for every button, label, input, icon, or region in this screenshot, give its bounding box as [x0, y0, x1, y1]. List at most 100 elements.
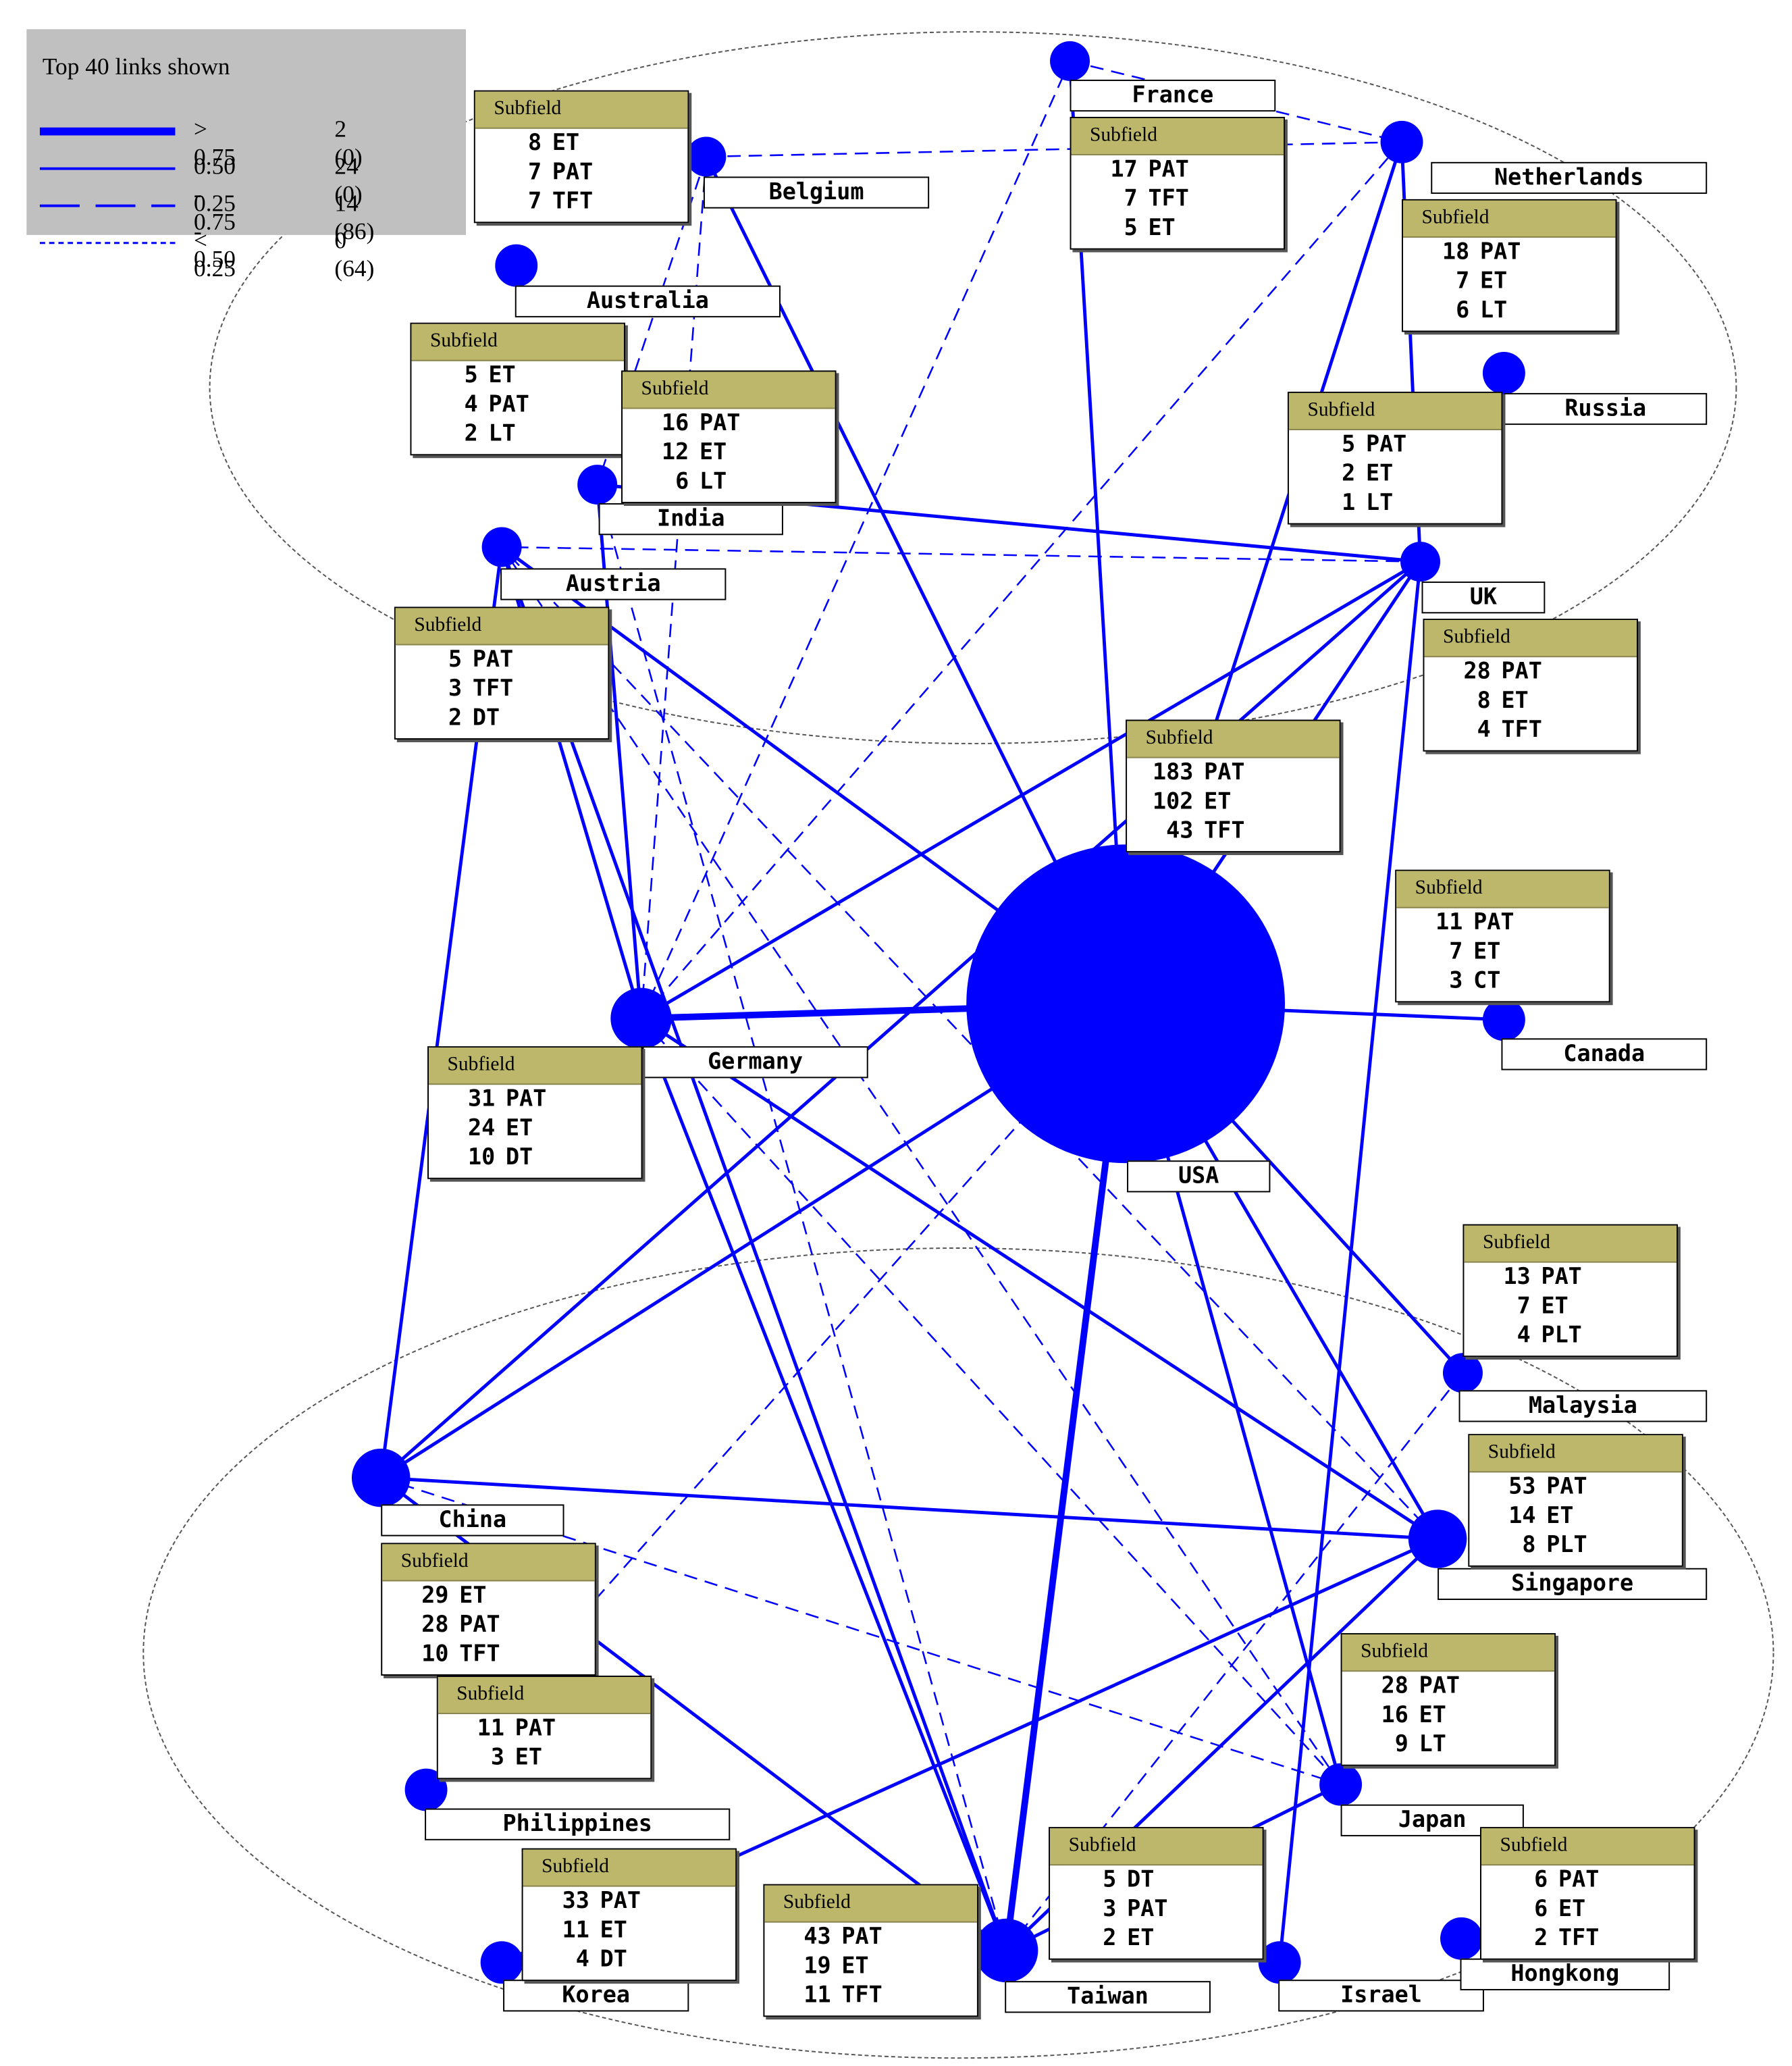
- country-label-israel: Israel: [1278, 1980, 1484, 2012]
- subfield-count: 6: [1534, 1896, 1548, 1923]
- subfield-count: 9: [1394, 1731, 1408, 1758]
- subfield-header: Subfield: [1127, 721, 1340, 758]
- subfield-code: ET: [1558, 1896, 1586, 1923]
- node-korea[interactable]: [480, 1941, 523, 1984]
- link-uk-austria: [502, 546, 1421, 563]
- node-taiwan[interactable]: [974, 1918, 1038, 1983]
- link-china-singapore: [381, 1476, 1438, 1541]
- node-france[interactable]: [1050, 41, 1090, 81]
- node-canada[interactable]: [1482, 998, 1525, 1041]
- link-belgium-netherlands: [706, 141, 1402, 158]
- node-russia[interactable]: [1482, 351, 1525, 394]
- link-germany-france: [640, 60, 1071, 1019]
- subfield-count: 5: [1342, 431, 1356, 459]
- link-germany-singapore: [640, 1016, 1439, 1541]
- node-australia[interactable]: [495, 244, 538, 287]
- subfield-header: Subfield: [438, 1676, 651, 1715]
- legend-title: Top 40 links shown: [42, 53, 230, 80]
- node-germany[interactable]: [610, 987, 672, 1050]
- subfield-code: ET: [1148, 215, 1176, 242]
- subfield-count: 7: [1124, 186, 1138, 213]
- subfield-header: Subfield: [475, 91, 688, 129]
- subfield-header: Subfield: [1050, 1828, 1263, 1866]
- subfield-count: 28: [1463, 658, 1491, 686]
- subfield-row: 17 PAT: [1072, 155, 1284, 184]
- subfield-header: Subfield: [1071, 118, 1284, 156]
- subfield-code: LT: [1480, 297, 1508, 324]
- subfield-code: ET: [841, 1953, 869, 1980]
- subfield-count: 43: [803, 1923, 831, 1951]
- subfield-count: 5: [1103, 1867, 1117, 1894]
- country-label-china: China: [381, 1504, 564, 1536]
- link-singapore-austria: [501, 546, 1439, 1540]
- subfield-code: TFT: [1148, 186, 1189, 213]
- node-china[interactable]: [351, 1448, 411, 1507]
- node-netherlands[interactable]: [1380, 120, 1423, 163]
- subfield-code: PAT: [1558, 1867, 1600, 1894]
- subfield-code: LT: [488, 421, 516, 448]
- subfield-code: CT: [1473, 968, 1501, 995]
- subfield-count: 6: [1534, 1867, 1548, 1894]
- legend-solid-line-icon: [39, 167, 176, 170]
- subfield-header: Subfield: [764, 1885, 977, 1923]
- country-label-malaysia: Malaysia: [1458, 1390, 1708, 1422]
- subfield-count: 3: [448, 675, 463, 702]
- node-austria[interactable]: [481, 527, 522, 567]
- subfield-header: Subfield: [428, 1048, 641, 1085]
- legend-count: 0 (64): [334, 227, 375, 282]
- subfield-count: 28: [421, 1611, 449, 1638]
- subfield-code: PAT: [1148, 156, 1189, 184]
- subfield-header: Subfield: [395, 608, 608, 646]
- subfield-code: DT: [506, 1144, 533, 1171]
- country-label-india: India: [598, 503, 783, 536]
- subfield-header: Subfield: [1342, 1634, 1555, 1672]
- node-hongkong[interactable]: [1440, 1917, 1483, 1960]
- country-label-germany: Germany: [642, 1046, 868, 1079]
- node-singapore[interactable]: [1408, 1509, 1467, 1568]
- node-japan[interactable]: [1319, 1763, 1363, 1806]
- node-belgium[interactable]: [686, 136, 727, 177]
- subfield-code: PAT: [552, 159, 594, 186]
- link-china-japan: [380, 1476, 1341, 1786]
- node-india[interactable]: [577, 465, 618, 505]
- subfield-code: ET: [488, 362, 516, 390]
- subfield-code: ET: [1419, 1702, 1446, 1729]
- node-usa[interactable]: [966, 844, 1286, 1164]
- node-philippines[interactable]: [404, 1768, 448, 1811]
- asia-cluster-ellipse: [142, 1247, 1774, 2059]
- subfield-count: 17: [1110, 156, 1138, 184]
- subfield-code: LT: [1419, 1731, 1446, 1758]
- subfield-count: 5: [448, 646, 463, 673]
- node-uk[interactable]: [1400, 542, 1441, 582]
- country-label-russia: Russia: [1504, 392, 1708, 425]
- legend-range: 0.50 - 0.75: [194, 153, 236, 235]
- subfield-count: 24: [468, 1115, 496, 1142]
- subfield-code: DT: [472, 704, 500, 732]
- node-malaysia[interactable]: [1442, 1353, 1483, 1393]
- node-israel[interactable]: [1258, 1941, 1301, 1984]
